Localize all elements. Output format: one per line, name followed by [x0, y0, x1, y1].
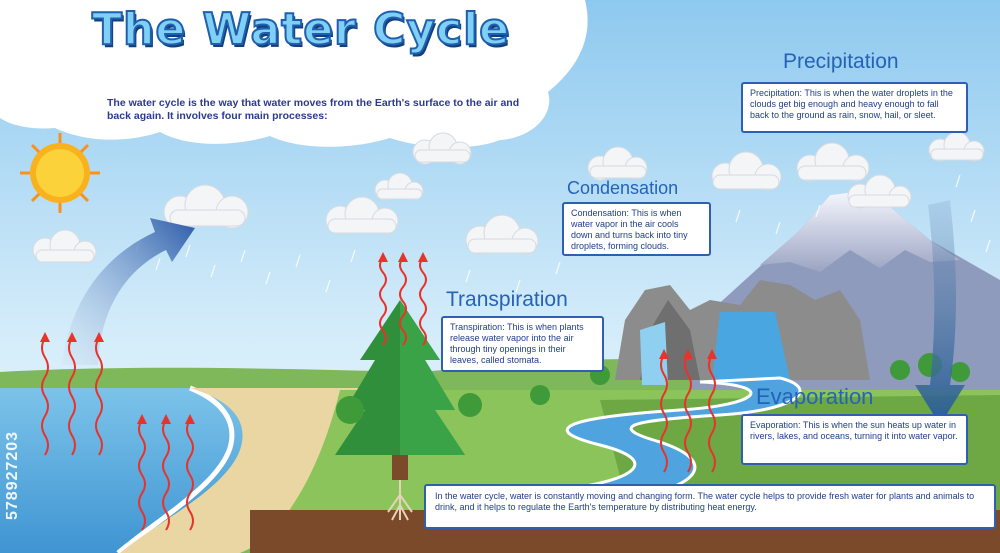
vapor-arrow: [684, 354, 692, 473]
vapor-arrow: [138, 419, 146, 531]
transpiration-box: Transpiration: This is when plants relea…: [441, 316, 604, 372]
cloud: [928, 131, 985, 162]
cloud: [374, 172, 424, 201]
sea: [0, 388, 243, 553]
shore-foam: [116, 385, 235, 553]
condensation-text: Condensation: This is when water vapor i…: [571, 208, 688, 251]
transpiration-heading: Transpiration: [446, 288, 568, 311]
cloud: [412, 132, 472, 165]
vapor-arrow-head: [398, 252, 408, 262]
vapor-arrow-head: [185, 414, 195, 424]
vapor-arrow-head: [418, 252, 428, 262]
pine-tree: [335, 300, 465, 480]
evaporation-box: Evaporation: This is when the sun heats …: [741, 414, 968, 465]
vapor-arrow: [186, 419, 194, 531]
vapor-arrow: [419, 257, 427, 346]
cloud: [163, 184, 249, 229]
precipitation-down-arrow: [915, 200, 965, 425]
cloud: [325, 196, 399, 235]
rain: [135, 174, 991, 293]
watermark: 578927203: [4, 430, 21, 520]
vapor-arrows: [40, 252, 717, 531]
vapor-arrow: [399, 257, 407, 346]
vapor-arrow: [162, 419, 170, 531]
cloud: [587, 146, 648, 181]
vapor-arrow-head: [137, 414, 147, 424]
vapor-arrow-head: [683, 349, 693, 359]
cloud: [796, 142, 870, 182]
sun-icon: [20, 133, 100, 213]
title-cloud: [0, 0, 588, 148]
vapor-arrow-head: [40, 332, 50, 342]
cloud: [711, 151, 782, 191]
vapor-arrow-head: [94, 332, 104, 342]
vapor-arrow-head: [67, 332, 77, 342]
condensation-box: Condensation: This is when water vapor i…: [562, 202, 711, 256]
beach: [120, 388, 360, 553]
precipitation-heading: Precipitation: [783, 50, 899, 73]
condensation-heading: Condensation: [567, 178, 679, 198]
cloud: [32, 229, 97, 264]
precipitation-text: Precipitation: This is when the water dr…: [750, 88, 953, 120]
evaporation-sweep-arrow: [62, 218, 195, 365]
waterfall: [712, 312, 790, 380]
vapor-arrow: [660, 354, 668, 473]
clouds: [32, 131, 985, 264]
cloud: [465, 214, 539, 255]
tree-roots: [387, 480, 413, 521]
vapor-arrow: [708, 354, 716, 473]
vapor-arrow-head: [659, 349, 669, 359]
evaporation-heading: Evaporation: [756, 384, 874, 409]
cloud: [847, 174, 912, 209]
transpiration-text: Transpiration: This is when plants relea…: [450, 322, 584, 365]
vapor-arrow-head: [378, 252, 388, 262]
summary-box: In the water cycle, water is constantly …: [424, 484, 996, 529]
mountain-snow: [760, 190, 960, 272]
vapor-arrow: [379, 257, 387, 346]
vapor-arrow: [41, 337, 49, 456]
vapor-arrow-head: [161, 414, 171, 424]
vapor-arrow: [95, 337, 103, 456]
page-title: The Water Cycle: [91, 4, 511, 55]
vapor-arrow: [68, 337, 76, 456]
intro-text: The water cycle is the way that water mo…: [107, 97, 520, 122]
summary-text: In the water cycle, water is constantly …: [435, 491, 975, 512]
precipitation-box: Precipitation: This is when the water dr…: [741, 82, 968, 133]
evaporation-text: Evaporation: This is when the sun heats …: [750, 420, 958, 441]
vapor-arrow-head: [707, 349, 717, 359]
